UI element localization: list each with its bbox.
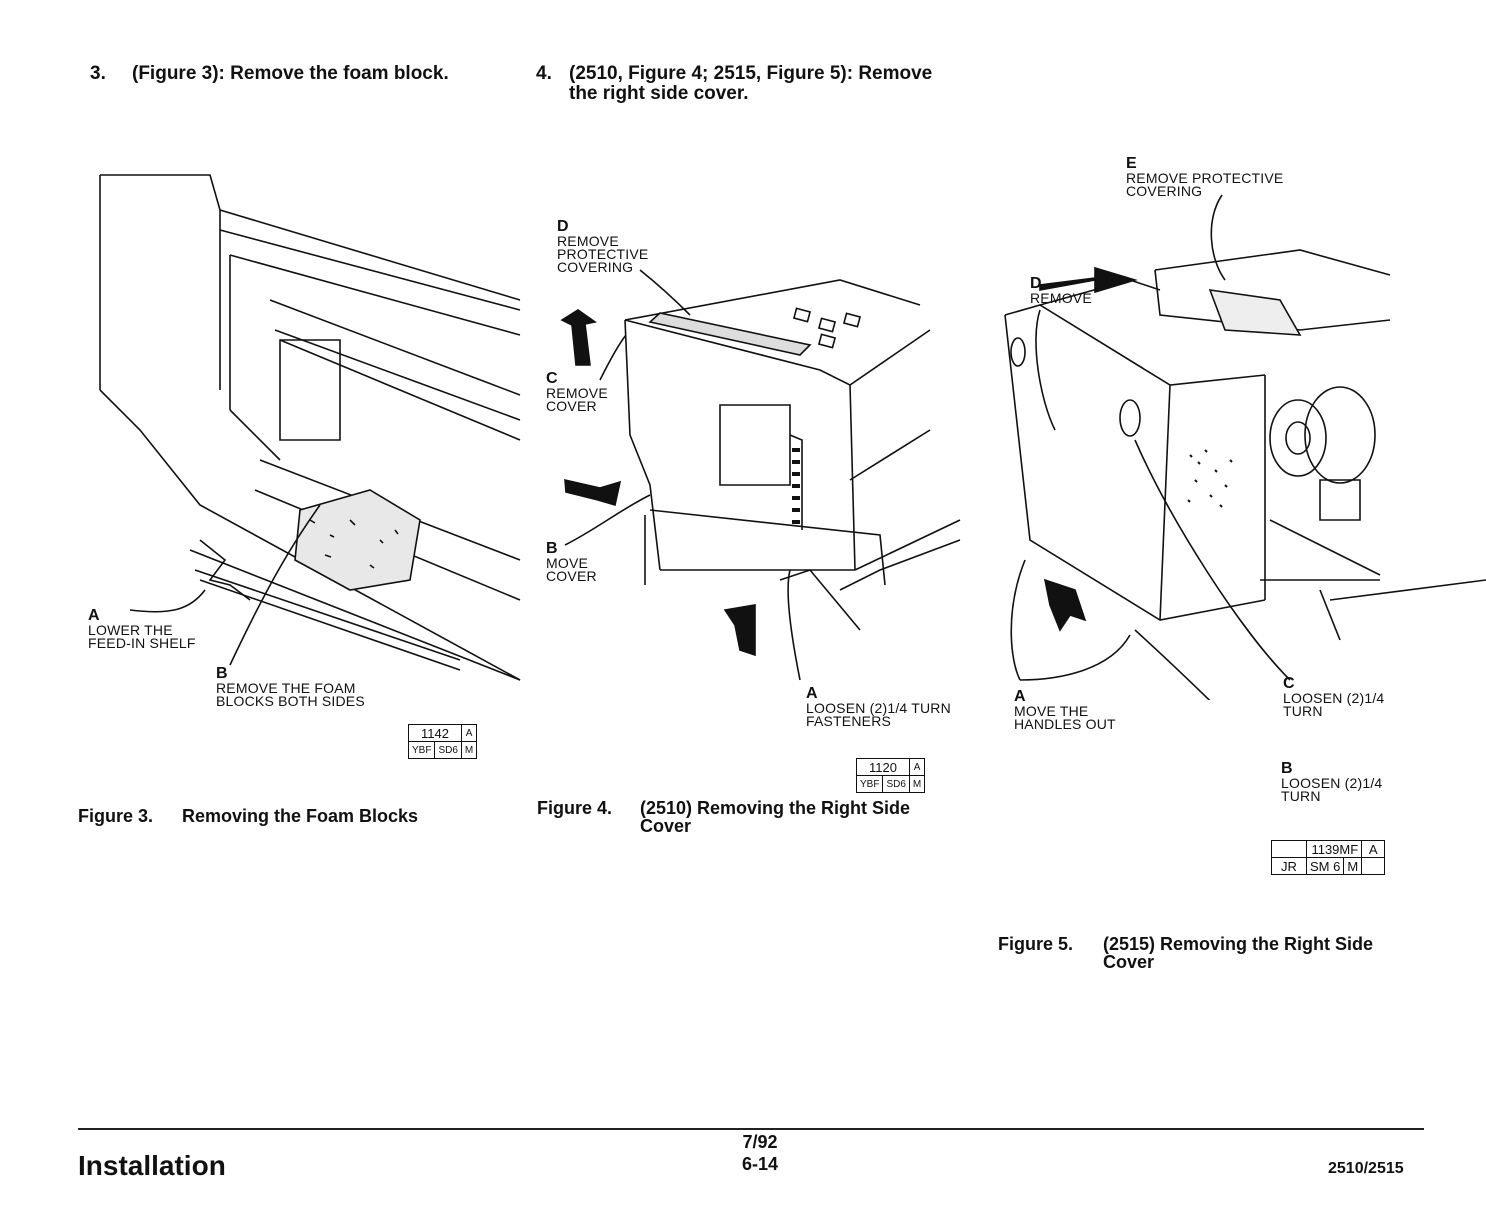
figure4-label-b: B MOVE COVER (546, 540, 597, 583)
callout-letter: A (1014, 688, 1026, 705)
callout-letter: C (546, 370, 558, 387)
figure4-label-c: C REMOVE COVER (546, 370, 608, 413)
callout-letter: C (1283, 675, 1295, 692)
caption-number: Figure 4. (537, 798, 613, 818)
code-rev: A (908, 758, 926, 776)
figure5-label-c: C LOOSEN (2)1/4 TURN (1283, 675, 1384, 718)
callout-letter: D (557, 218, 569, 235)
code-cell: JR (1271, 857, 1307, 875)
callout-text: REMOVE (557, 233, 619, 249)
figure5-label-b: B LOOSEN (2)1/4 TURN (1281, 760, 1382, 803)
caption-number: Figure 5. (998, 934, 1074, 954)
callout-letter: A (806, 685, 818, 702)
callout-text: FEED-IN SHELF (88, 635, 196, 651)
footer-model: 2510/2515 (1328, 1160, 1404, 1177)
callout-text: FASTENERS (806, 713, 892, 729)
code-cell: SM 6 (1305, 857, 1345, 875)
callout-text: HANDLES OUT (1014, 716, 1116, 732)
footer-center: 7/92 6-14 (700, 1131, 820, 1175)
step-text: (Figure 3): Remove the foam block. (132, 63, 449, 84)
code-cell: YBF (855, 775, 884, 793)
figure4-illustration (540, 250, 1000, 690)
code-number: 1142 (408, 724, 462, 742)
figure3-code-box: 1142 A YBF SD6 M (407, 724, 478, 759)
step-text-line1: (2510, Figure 4; 2515, Figure 5): Remove (569, 63, 933, 84)
footer-rule (78, 1128, 1424, 1130)
code-number: 1139MF (1305, 840, 1363, 858)
figure5-code-box: 1139MF A JR SM 6 M (1271, 840, 1386, 875)
figure4-label-d: D REMOVE PROTECTIVE COVERING (557, 218, 648, 274)
footer-date: 7/92 (742, 1132, 778, 1152)
callout-text: REMOVE (1030, 290, 1092, 306)
footer-page: 6-14 (741, 1154, 779, 1174)
figure5-caption: Figure 5. (2515) Removing the Right Side… (998, 935, 1418, 975)
callout-text: COVER (546, 568, 597, 584)
step-number: 4. (536, 63, 552, 84)
code-cell: SD6 (434, 741, 462, 759)
callout-text: TURN (1283, 703, 1323, 719)
caption-title: Removing the Foam Blocks (182, 806, 419, 826)
caption-line1: (2515) Removing the Right Side (1103, 934, 1374, 954)
callout-text: MOVE (546, 555, 589, 571)
figure3-illustration (80, 160, 530, 720)
callout-letter: E (1126, 155, 1137, 172)
figure3-label-b: B REMOVE THE FOAM BLOCKS BOTH SIDES (216, 665, 365, 708)
callout-text: REMOVE PROTECTIVE (1126, 170, 1284, 186)
callout-text: COVERING (557, 259, 634, 275)
callout-text: PROTECTIVE (557, 246, 649, 262)
figure4-code-box: 1120 A YBF SD6 M (855, 758, 926, 793)
code-rev: A (1361, 840, 1386, 858)
callout-text: LOOSEN (2)1/4 TURN (806, 700, 951, 716)
caption-line2: Cover (640, 816, 692, 836)
figure4-caption: Figure 4. (2510) Removing the Right Side… (537, 799, 957, 839)
callout-text: MOVE THE (1014, 703, 1089, 719)
step-3: 3. (Figure 3): Remove the foam block. (90, 64, 449, 84)
callout-text: BLOCKS BOTH SIDES (216, 693, 365, 709)
callout-letter: A (88, 607, 100, 624)
caption-line1: (2510) Removing the Right Side (640, 798, 911, 818)
callout-text: LOOSEN (2)1/4 (1283, 690, 1385, 706)
callout-text: TURN (1281, 788, 1321, 804)
code-number: 1120 (856, 758, 910, 776)
figure5-label-a: A MOVE THE HANDLES OUT (1014, 688, 1116, 731)
code-cell: SD6 (882, 775, 910, 793)
step-4: 4. (2510, Figure 4; 2515, Figure 5): Remo… (536, 64, 932, 104)
step-number: 3. (90, 63, 106, 84)
callout-text: REMOVE (546, 385, 608, 401)
callout-text: LOOSEN (2)1/4 (1281, 775, 1383, 791)
callout-letter: D (1030, 275, 1042, 292)
code-rev: A (460, 724, 478, 742)
callout-text: REMOVE THE FOAM (216, 680, 356, 696)
callout-letter: B (546, 540, 558, 557)
figure3-caption: Figure 3. Removing the Foam Blocks (78, 807, 508, 829)
caption-number: Figure 3. (78, 806, 154, 826)
code-cell: M (908, 775, 926, 793)
figure4-label-a: A LOOSEN (2)1/4 TURN FASTENERS (806, 685, 951, 728)
callout-text: LOWER THE (88, 622, 173, 638)
footer-section: Installation (78, 1150, 226, 1181)
figure3-label-a: A LOWER THE FEED-IN SHELF (88, 607, 196, 650)
callout-text: COVERING (1126, 183, 1203, 199)
figure5-label-e: E REMOVE PROTECTIVE COVERING (1126, 155, 1283, 198)
code-cell: YBF (407, 741, 436, 759)
step-text-line2: the right side cover. (569, 83, 749, 104)
figure5-illustration (1000, 180, 1486, 700)
code-cell: M (1343, 857, 1363, 875)
figure5-label-d: D REMOVE (1030, 275, 1092, 305)
callout-letter: B (216, 665, 228, 682)
callout-text: COVER (546, 398, 597, 414)
callout-letter: B (1281, 760, 1293, 777)
code-cell: M (460, 741, 478, 759)
caption-line2: Cover (1103, 952, 1155, 972)
